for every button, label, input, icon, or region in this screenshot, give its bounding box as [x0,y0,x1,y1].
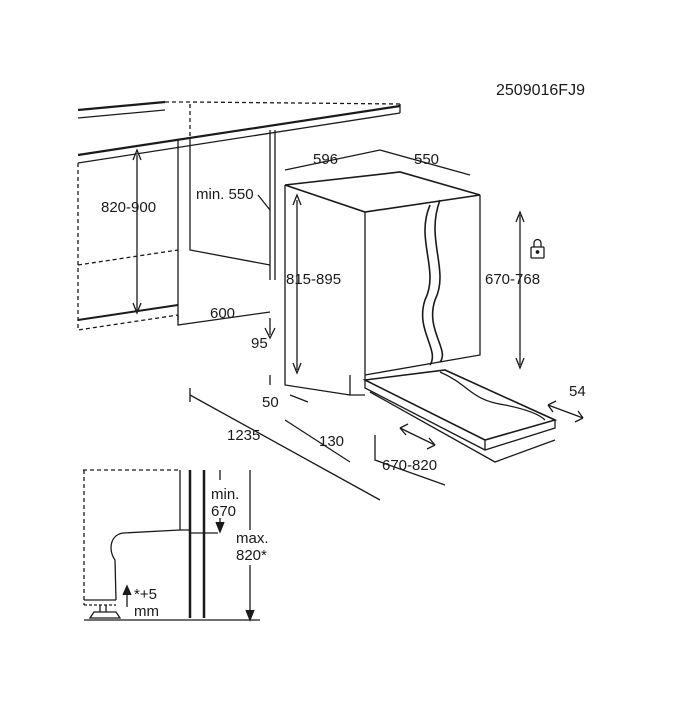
dimension-lines [132,148,584,501]
lock-icon [530,238,545,259]
cabinet-outline [77,104,276,331]
dim-door-travel: 670-820 [382,457,438,474]
detail-max-label: max. [236,530,269,547]
dim-plinth-depth: 50 [262,394,279,411]
detail-min-label: min. [211,486,240,503]
dim-appliance-depth: 550 [414,151,440,168]
open-door [362,369,558,463]
dim-side-clearance: 54 [569,383,586,400]
dim-plinth-height: 95 [251,335,268,352]
detail-adjust-label: *+5 [134,586,157,603]
detail-adjust-unit: mm [134,603,159,620]
countertop [77,100,401,164]
detail-max-value: 820* [236,547,267,564]
dim-niche-height: 820-900 [101,199,157,216]
dim-niche-width: 600 [210,305,236,322]
dishwasher-body [284,171,481,396]
detail-view [83,469,260,622]
dim-appliance-height: 815-895 [286,271,342,288]
diagram-code: 2509016FJ9 [496,82,585,99]
dim-door-height: 670-768 [485,271,541,288]
dim-door-gap: 130 [319,433,345,450]
dim-open-door-depth: 1235 [227,427,261,444]
dim-niche-min-depth: min. 550 [196,186,254,203]
dim-appliance-width: 596 [313,151,339,168]
detail-min-value: 670 [211,503,237,520]
